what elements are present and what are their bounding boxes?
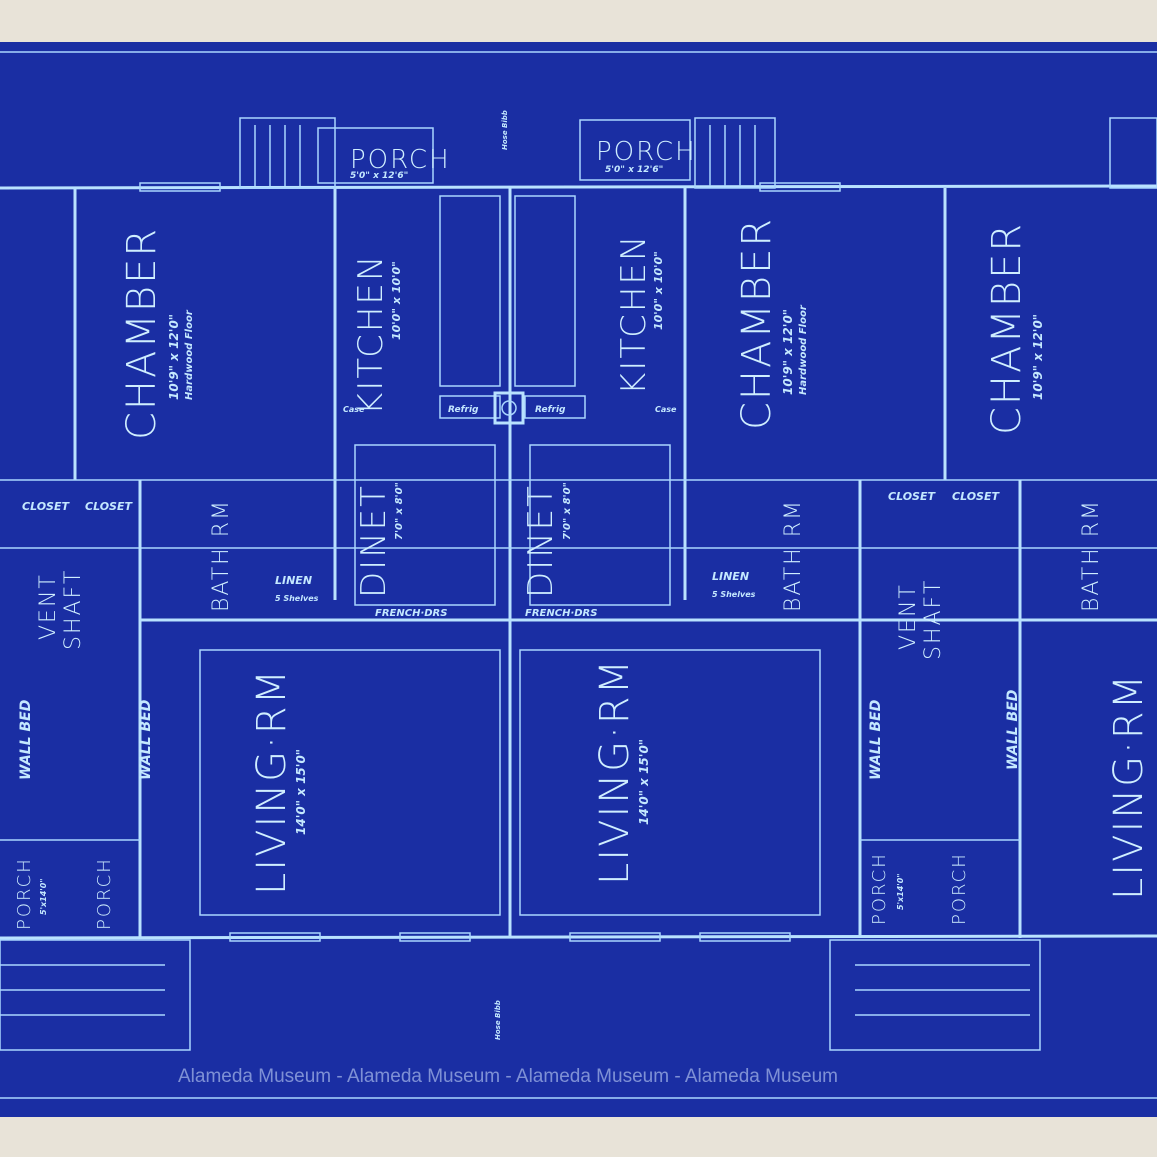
chamber-size: 10'9" x 12'0" — [167, 314, 181, 400]
hose-bibb-label: Hose Bibb — [501, 110, 509, 150]
dinet-size: 7'0" x 8'0" — [394, 482, 405, 540]
hose-bibb-label: Hose Bibb — [494, 1000, 502, 1040]
watermark: Alameda Museum - Alameda Museum - Alamed… — [178, 1066, 838, 1087]
bath-label: BATH RM — [209, 499, 234, 612]
kitchen-label: KITCHEN — [614, 234, 654, 395]
refrigerator-label: Refrig — [448, 405, 479, 415]
chamber-size: 10'9" x 12'0" — [1031, 314, 1045, 400]
living-room-label: LIVING·RM — [592, 658, 638, 885]
linen-label: LINEN — [712, 570, 749, 583]
closet-label: CLOSET — [85, 500, 133, 513]
chamber-label: CHAMBER — [734, 217, 780, 430]
wall-bed-label: WALL BED — [1005, 690, 1021, 770]
french-doors-label: FRENCH·DRS — [375, 608, 447, 619]
living-room-label: LIVING·RM — [1106, 673, 1152, 900]
kitchen-size: 10'0" x 10'0" — [652, 251, 665, 330]
room-labels: PORCH 5'0" x 12'6" PORCH 5'0" x 12'6" CH… — [14, 110, 1152, 1040]
bath-label: BATH RM — [1079, 499, 1104, 612]
porch-small-size: 5'x14'0" — [896, 874, 905, 911]
porch-label: PORCH — [350, 145, 451, 175]
wall-bed-label: WALL BED — [138, 700, 154, 780]
wall-bed-label: WALL BED — [18, 700, 34, 780]
porch-size: 5'0" x 12'6" — [350, 171, 408, 181]
porch-small-label: PORCH — [949, 852, 970, 925]
porch-small-label: PORCH — [869, 852, 890, 925]
case-label: Case — [655, 405, 677, 414]
porch-small-label: PORCH — [94, 857, 115, 930]
closet-label: CLOSET — [952, 490, 1000, 503]
linen-label: LINEN — [275, 574, 312, 587]
floor-note: Hardwood Floor — [798, 304, 809, 395]
kitchen-size: 10'0" x 10'0" — [390, 261, 403, 340]
floor-note: Hardwood Floor — [184, 309, 195, 400]
chamber-size: 10'9" x 12'0" — [781, 309, 795, 395]
dinet-label: DINET — [354, 484, 394, 598]
case-label: Case — [343, 405, 365, 414]
shaft-label: SHAFT — [61, 569, 86, 650]
shelves-note: 5 Shelves — [712, 590, 756, 599]
living-room-size: 14'0" x 15'0" — [294, 749, 308, 835]
living-room-size: 14'0" x 15'0" — [637, 739, 651, 825]
porch-size: 5'0" x 12'6" — [605, 165, 663, 175]
dinet-label: DINET — [521, 484, 561, 598]
kitchen-label: KITCHEN — [351, 254, 391, 415]
living-room-label: LIVING·RM — [249, 668, 295, 895]
porch-small-size: 5'x14'0" — [39, 879, 48, 916]
blueprint-sheet — [0, 42, 1157, 1117]
vent-label: VENT — [36, 573, 61, 640]
closet-label: CLOSET — [22, 500, 70, 513]
chamber-label: CHAMBER — [984, 222, 1030, 435]
dinet-size: 7'0" x 8'0" — [562, 482, 573, 540]
shelves-note: 5 Shelves — [275, 594, 319, 603]
bath-label: BATH RM — [781, 499, 806, 612]
closet-label: CLOSET — [888, 490, 936, 503]
porch-label: PORCH — [596, 137, 697, 167]
french-doors-label: FRENCH·DRS — [525, 608, 597, 619]
porch-small-label: PORCH — [14, 857, 35, 930]
shaft-label: SHAFT — [921, 579, 946, 660]
vent-label: VENT — [896, 583, 921, 650]
walls — [0, 117, 1157, 1051]
wall-bed-label: WALL BED — [868, 700, 884, 780]
refrigerator-label: Refrig — [535, 405, 566, 415]
chamber-label: CHAMBER — [119, 227, 165, 440]
